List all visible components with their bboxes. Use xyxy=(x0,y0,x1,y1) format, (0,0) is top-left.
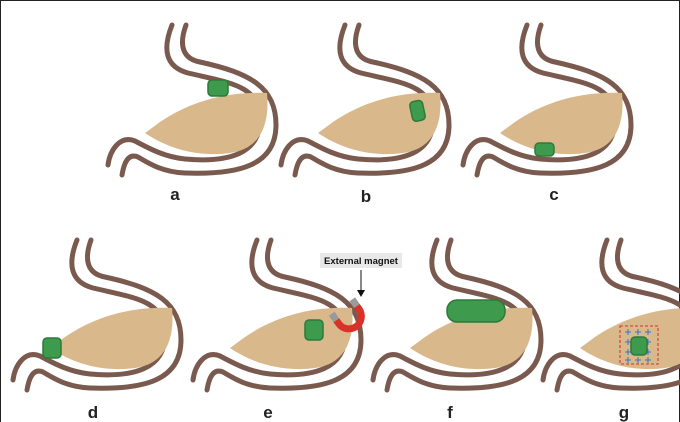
panel-d xyxy=(13,240,181,390)
panel-label-d: d xyxy=(88,403,98,422)
capsule-device xyxy=(631,337,647,355)
panel-label-c: c xyxy=(549,185,558,204)
capsule-device xyxy=(43,338,61,358)
expanded-device xyxy=(447,300,505,322)
panel-a xyxy=(108,25,276,175)
gastric-content xyxy=(145,93,268,154)
panel-g xyxy=(543,240,680,390)
gastric-content xyxy=(500,93,623,154)
arrowhead xyxy=(357,290,365,297)
capsule-device xyxy=(535,143,554,156)
panel-label-e: e xyxy=(263,403,272,422)
callout-label: External magnet xyxy=(324,256,399,267)
panel-label-b: b xyxy=(361,187,371,206)
gastric-content xyxy=(50,308,173,369)
panel-label-g: g xyxy=(619,403,629,422)
panel-label-f: f xyxy=(447,403,453,422)
panel-c xyxy=(463,25,631,175)
capsule-device xyxy=(305,320,323,340)
capsule-device xyxy=(208,80,228,96)
panel-b xyxy=(281,25,449,175)
panel-label-a: a xyxy=(170,185,180,204)
